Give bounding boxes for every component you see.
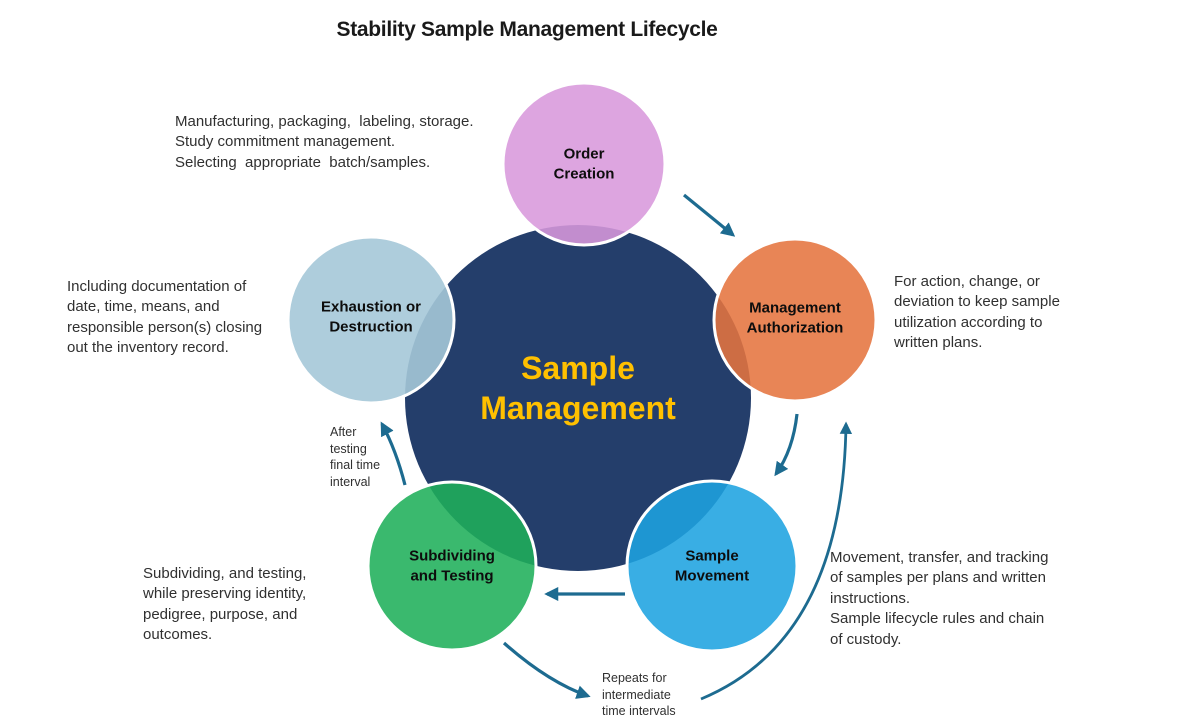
- circle-sample-movement: [625, 479, 799, 653]
- arrow-authorization-to-movement: [774, 413, 799, 477]
- node-label-management-authorization: Management Authorization: [746, 299, 844, 337]
- node-label-order-creation: Order Creation: [553, 145, 615, 183]
- annotation-order-creation: Manufacturing, packaging, labeling, stor…: [175, 113, 474, 171]
- arrow-subdividing-to-repeats: [502, 641, 591, 699]
- circle-subdividing-testing: [366, 480, 538, 652]
- annotation-management-authorization: For action, change, or deviation to keep…: [894, 273, 1060, 352]
- annotation-sample-movement: Movement, transfer, and tracking of samp…: [830, 549, 1049, 648]
- circle-management-authorization: [712, 237, 878, 403]
- page-title: Stability Sample Management Lifecycle: [336, 18, 718, 41]
- arrow-label-after-testing: After testing final time interval: [330, 425, 381, 489]
- annotation-exhaustion-destruction: Including documentation of date, time, m…: [67, 278, 263, 357]
- node-label-subdividing-testing: Subdividing and Testing: [409, 547, 495, 585]
- center-label: Sample Management: [480, 350, 676, 426]
- arrow-label-repeats: Repeats for intermediate time intervals: [602, 671, 676, 718]
- node-label-sample-movement: Sample Movement: [674, 547, 750, 585]
- arrow-repeats-to-authorization: [700, 421, 853, 701]
- circle-order-creation: [501, 81, 667, 247]
- arrow-order-to-authorization: [682, 193, 736, 237]
- center-circle: [405, 225, 751, 571]
- node-label-exhaustion-destruction: Exhaustion or Destruction: [320, 298, 422, 336]
- arrow-subdividing-to-exhaustion: [380, 421, 407, 486]
- annotation-subdividing-testing: Subdividing, and testing, while preservi…: [143, 565, 307, 644]
- circle-exhaustion-destruction: [286, 235, 456, 405]
